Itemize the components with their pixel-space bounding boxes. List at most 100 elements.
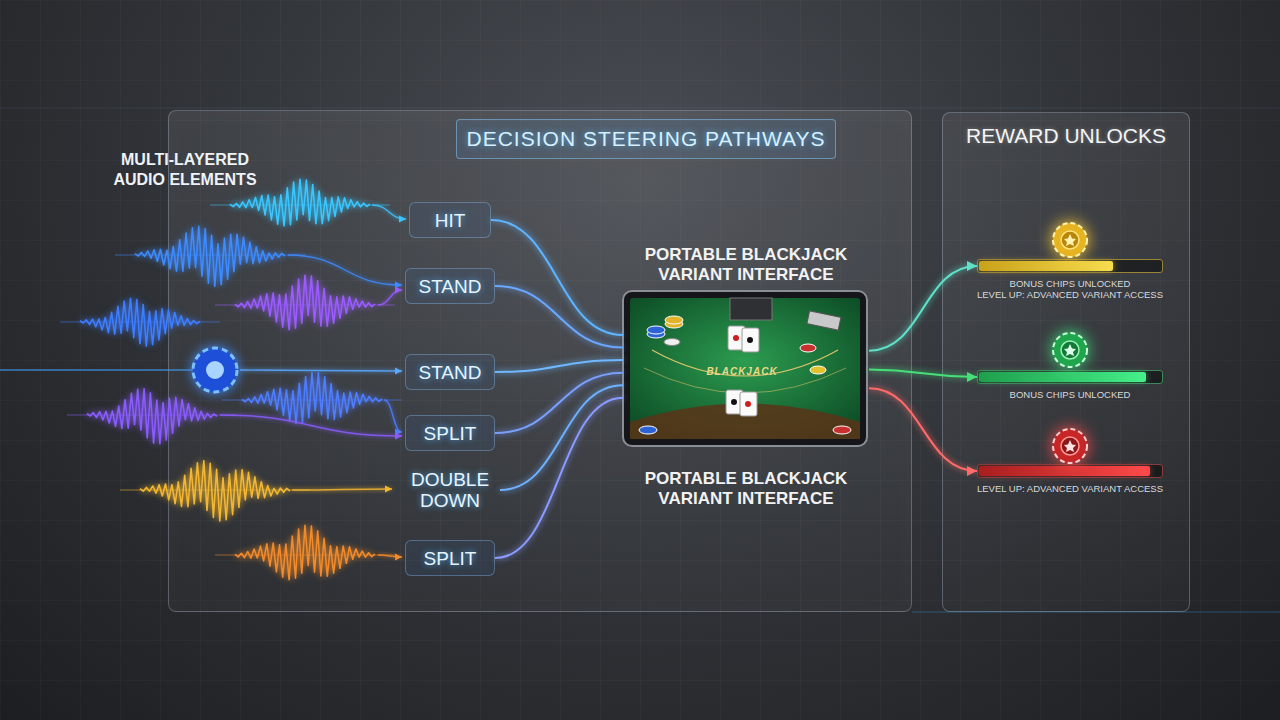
reward-chip-gold xyxy=(1053,223,1087,257)
audio-waveform xyxy=(135,226,285,286)
wave-pointer xyxy=(220,415,402,436)
card-suit xyxy=(733,335,739,341)
connector-line xyxy=(869,388,977,471)
wave-baseline xyxy=(67,415,237,416)
chip xyxy=(800,344,816,352)
wave-baseline xyxy=(222,400,402,401)
progress-bar xyxy=(977,259,1163,273)
wave-pointer xyxy=(292,489,392,490)
connector-line xyxy=(500,385,623,490)
table-label: BLACKJACK xyxy=(690,366,794,377)
reward-chip-green xyxy=(1053,333,1087,367)
chip-stack xyxy=(664,339,680,346)
connector-line xyxy=(869,266,977,351)
table-felt xyxy=(630,298,860,439)
progress-bar xyxy=(977,464,1163,478)
pointer-head xyxy=(395,429,402,436)
arrow-head xyxy=(967,261,977,271)
audio-chip-core xyxy=(205,360,225,380)
audio-waveform xyxy=(140,461,290,521)
connector xyxy=(495,360,623,372)
wave-pointer xyxy=(372,205,406,219)
connector xyxy=(869,261,977,351)
connector-line xyxy=(495,360,623,372)
reward-item: BONUS CHIPS UNLOCKEDLEVEL UP: ADVANCED V… xyxy=(977,259,1163,303)
connector xyxy=(500,385,623,490)
action-label: DOUBLE DOWN xyxy=(401,469,499,511)
glow-line xyxy=(0,108,1280,109)
panel-heading: DECISION STEERING PATHWAYS xyxy=(456,119,836,159)
connector-line xyxy=(869,370,977,377)
connector-line xyxy=(495,373,623,433)
action-box: DOUBLE DOWN xyxy=(400,465,500,515)
progress-bar xyxy=(977,370,1163,384)
chip-stack xyxy=(647,326,665,334)
chip-stack xyxy=(665,316,683,324)
reward-chip-red xyxy=(1053,429,1087,463)
audio-waveform xyxy=(235,525,375,579)
section-label: MULTI-LAYERED AUDIO ELEMENTS xyxy=(100,150,270,190)
reward-chip-green-core xyxy=(1061,341,1079,359)
wave-baseline xyxy=(60,322,220,323)
pointer-head xyxy=(395,282,402,289)
action-box: STAND xyxy=(405,354,495,390)
tablet-bezel xyxy=(623,291,867,446)
wave-baseline xyxy=(115,255,305,256)
action-box: HIT xyxy=(409,202,491,238)
chip xyxy=(639,426,657,434)
card-suit xyxy=(747,337,753,343)
connector xyxy=(491,220,623,335)
playing-card xyxy=(742,328,759,352)
wave-baseline xyxy=(215,555,395,556)
audio-waveform xyxy=(87,389,217,444)
connector xyxy=(495,398,623,558)
action-label: STAND xyxy=(419,276,482,297)
card-suit xyxy=(745,401,751,407)
reward-item: LEVEL UP: ADVANCED VARIANT ACCESS xyxy=(977,464,1163,494)
card-shoe xyxy=(807,311,841,330)
reward-text: BONUS CHIPS UNLOCKED xyxy=(951,278,1189,289)
reward-chip-red-core xyxy=(1061,437,1079,455)
connector-line xyxy=(495,286,623,348)
glow-line xyxy=(0,369,193,371)
action-box: STAND xyxy=(405,268,495,304)
action-box: SPLIT xyxy=(405,540,495,576)
chip-star xyxy=(1064,344,1076,356)
audio-waveform xyxy=(242,373,382,424)
tablet-illustration xyxy=(622,290,868,447)
reward-text: BONUS CHIPS UNLOCKED xyxy=(951,389,1189,400)
action-box: SPLIT xyxy=(405,415,495,451)
table-arc xyxy=(652,350,838,376)
audio-waveform xyxy=(230,179,370,226)
wave-pointer xyxy=(240,370,402,371)
audio-waveform xyxy=(80,298,200,346)
chip-star xyxy=(1064,234,1076,246)
tablet-caption: PORTABLE BLACKJACK VARIANT INTERFACE xyxy=(631,245,861,285)
pointer-head xyxy=(395,433,402,440)
pointer-head xyxy=(385,486,392,493)
pointer-head xyxy=(399,216,406,223)
connector xyxy=(495,373,623,433)
chip-star xyxy=(1064,440,1076,452)
action-label: SPLIT xyxy=(424,548,477,569)
action-label: SPLIT xyxy=(424,423,477,444)
connector-line xyxy=(491,220,623,335)
action-label: STAND xyxy=(419,362,482,383)
pointer-head xyxy=(395,368,402,375)
connector xyxy=(495,286,623,348)
playing-card xyxy=(740,392,757,416)
connector xyxy=(869,388,977,476)
connector xyxy=(869,370,977,382)
audio-chip-icon xyxy=(193,348,237,392)
progress-fill xyxy=(979,466,1150,476)
wave-pointer xyxy=(378,290,402,305)
reward-panel: REWARD UNLOCKSBONUS CHIPS UNLOCKEDLEVEL … xyxy=(942,112,1190,612)
panel-heading: REWARD UNLOCKS xyxy=(943,121,1189,151)
wave-baseline xyxy=(210,205,390,206)
audio-waveform xyxy=(235,275,375,329)
glow-line xyxy=(912,612,1280,613)
action-label: HIT xyxy=(435,210,466,231)
chip xyxy=(833,426,851,434)
reward-chip-gold-core xyxy=(1061,231,1079,249)
